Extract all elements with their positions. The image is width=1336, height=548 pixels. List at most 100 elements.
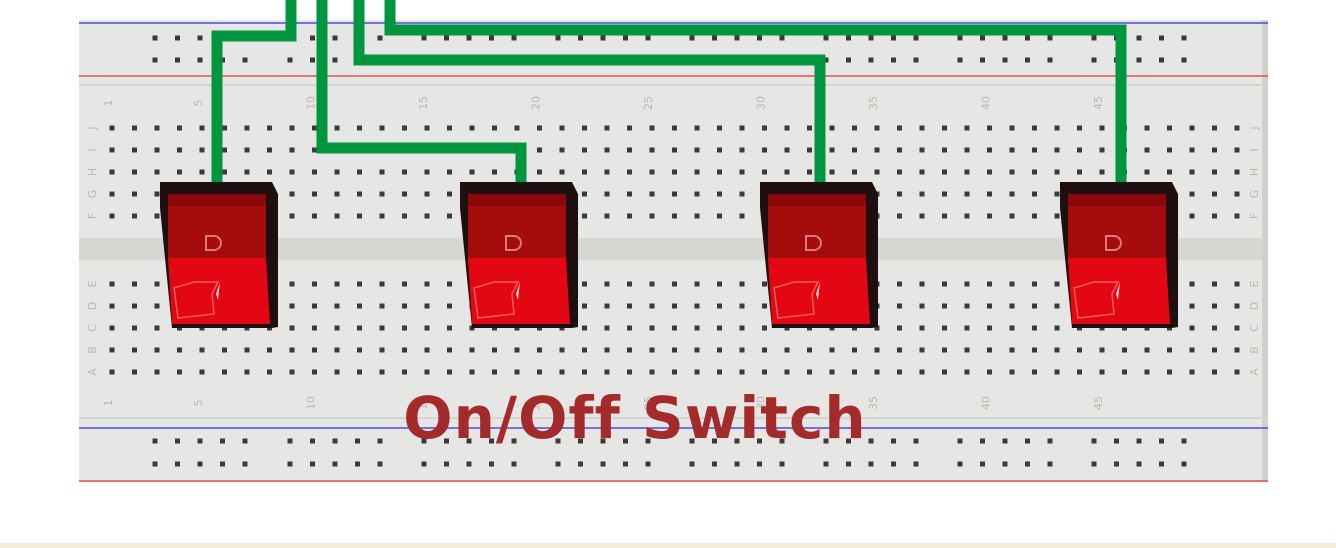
rail-hole — [1025, 57, 1030, 63]
hole — [1189, 347, 1195, 353]
hole — [852, 347, 857, 353]
rail-hole — [891, 57, 896, 63]
column-number: 45 — [1092, 396, 1105, 410]
hole — [1189, 325, 1195, 331]
hole — [604, 369, 610, 375]
hole — [649, 213, 655, 219]
hole — [267, 147, 272, 153]
column-number: 20 — [530, 396, 543, 410]
hole — [1212, 213, 1217, 219]
column-number: 5 — [192, 400, 205, 407]
hole — [694, 147, 700, 153]
hole — [897, 191, 902, 197]
hole — [559, 147, 565, 153]
hole — [1212, 147, 1217, 153]
hole — [762, 325, 767, 331]
hole — [672, 303, 677, 309]
rail-hole — [242, 438, 248, 444]
hole — [402, 347, 407, 353]
hole — [1099, 347, 1105, 353]
hole — [334, 303, 340, 309]
rail-hole — [310, 461, 315, 467]
hole — [1144, 369, 1150, 375]
hole — [964, 169, 970, 175]
hole — [154, 191, 160, 197]
wire-3 — [353, 0, 826, 182]
row-letter: B — [86, 346, 99, 354]
hole — [897, 347, 902, 353]
hole — [1054, 169, 1060, 175]
rail-hole — [175, 461, 180, 467]
switch-3[interactable] — [760, 182, 878, 328]
column-number: 45 — [1092, 96, 1105, 110]
hole — [154, 125, 160, 131]
hole — [357, 169, 362, 175]
hole — [109, 369, 115, 375]
column-number: 35 — [867, 396, 880, 410]
switch-2[interactable] — [460, 182, 578, 328]
hole — [177, 147, 182, 153]
rail-hole — [980, 57, 985, 63]
hole — [289, 281, 295, 287]
hole — [762, 125, 767, 131]
column-number: 10 — [305, 396, 318, 410]
hole — [447, 325, 452, 331]
hole — [109, 169, 115, 175]
hole — [672, 191, 677, 197]
hole — [604, 325, 610, 331]
rail-hole — [757, 438, 762, 444]
rail-hole — [823, 461, 829, 467]
hole — [1032, 191, 1037, 197]
hole — [334, 125, 340, 131]
hole — [379, 125, 385, 131]
row-letter: A — [86, 368, 99, 376]
hole — [672, 369, 677, 375]
hole — [919, 325, 925, 331]
hole — [627, 125, 632, 131]
hole — [627, 325, 632, 331]
hole — [807, 169, 812, 175]
rail-hole — [220, 461, 225, 467]
hole — [717, 303, 722, 309]
hole — [357, 303, 362, 309]
hole — [739, 325, 745, 331]
hole — [852, 125, 857, 131]
hole — [559, 125, 565, 131]
row-letter: I — [86, 148, 99, 151]
hole — [199, 169, 205, 175]
hole — [942, 369, 947, 375]
rail-hole — [1047, 57, 1053, 63]
hole — [1189, 191, 1195, 197]
row-letter: D — [86, 302, 99, 310]
hole — [312, 303, 317, 309]
hole — [964, 191, 970, 197]
hole — [1032, 325, 1037, 331]
rail-hole — [600, 35, 606, 41]
hole — [1212, 125, 1217, 131]
switch-4[interactable] — [1060, 182, 1178, 328]
hole — [1234, 125, 1240, 131]
hole — [874, 169, 880, 175]
hole — [424, 347, 430, 353]
hole — [357, 369, 362, 375]
hole — [1234, 281, 1240, 287]
hole — [289, 147, 295, 153]
hole — [334, 169, 340, 175]
hole — [942, 147, 947, 153]
rail-hole — [645, 461, 651, 467]
rail-hole — [980, 461, 985, 467]
hole — [807, 347, 812, 353]
rail-hole — [197, 461, 203, 467]
hole — [604, 169, 610, 175]
hole — [717, 125, 722, 131]
switch-1[interactable] — [160, 182, 278, 328]
hole — [964, 369, 970, 375]
hole — [1032, 125, 1037, 131]
rail-hole — [1091, 35, 1097, 41]
hole — [987, 169, 992, 175]
hole — [267, 125, 272, 131]
rail-hole — [1181, 35, 1187, 41]
hole — [694, 169, 700, 175]
rail-hole — [355, 461, 360, 467]
hole — [1144, 147, 1150, 153]
